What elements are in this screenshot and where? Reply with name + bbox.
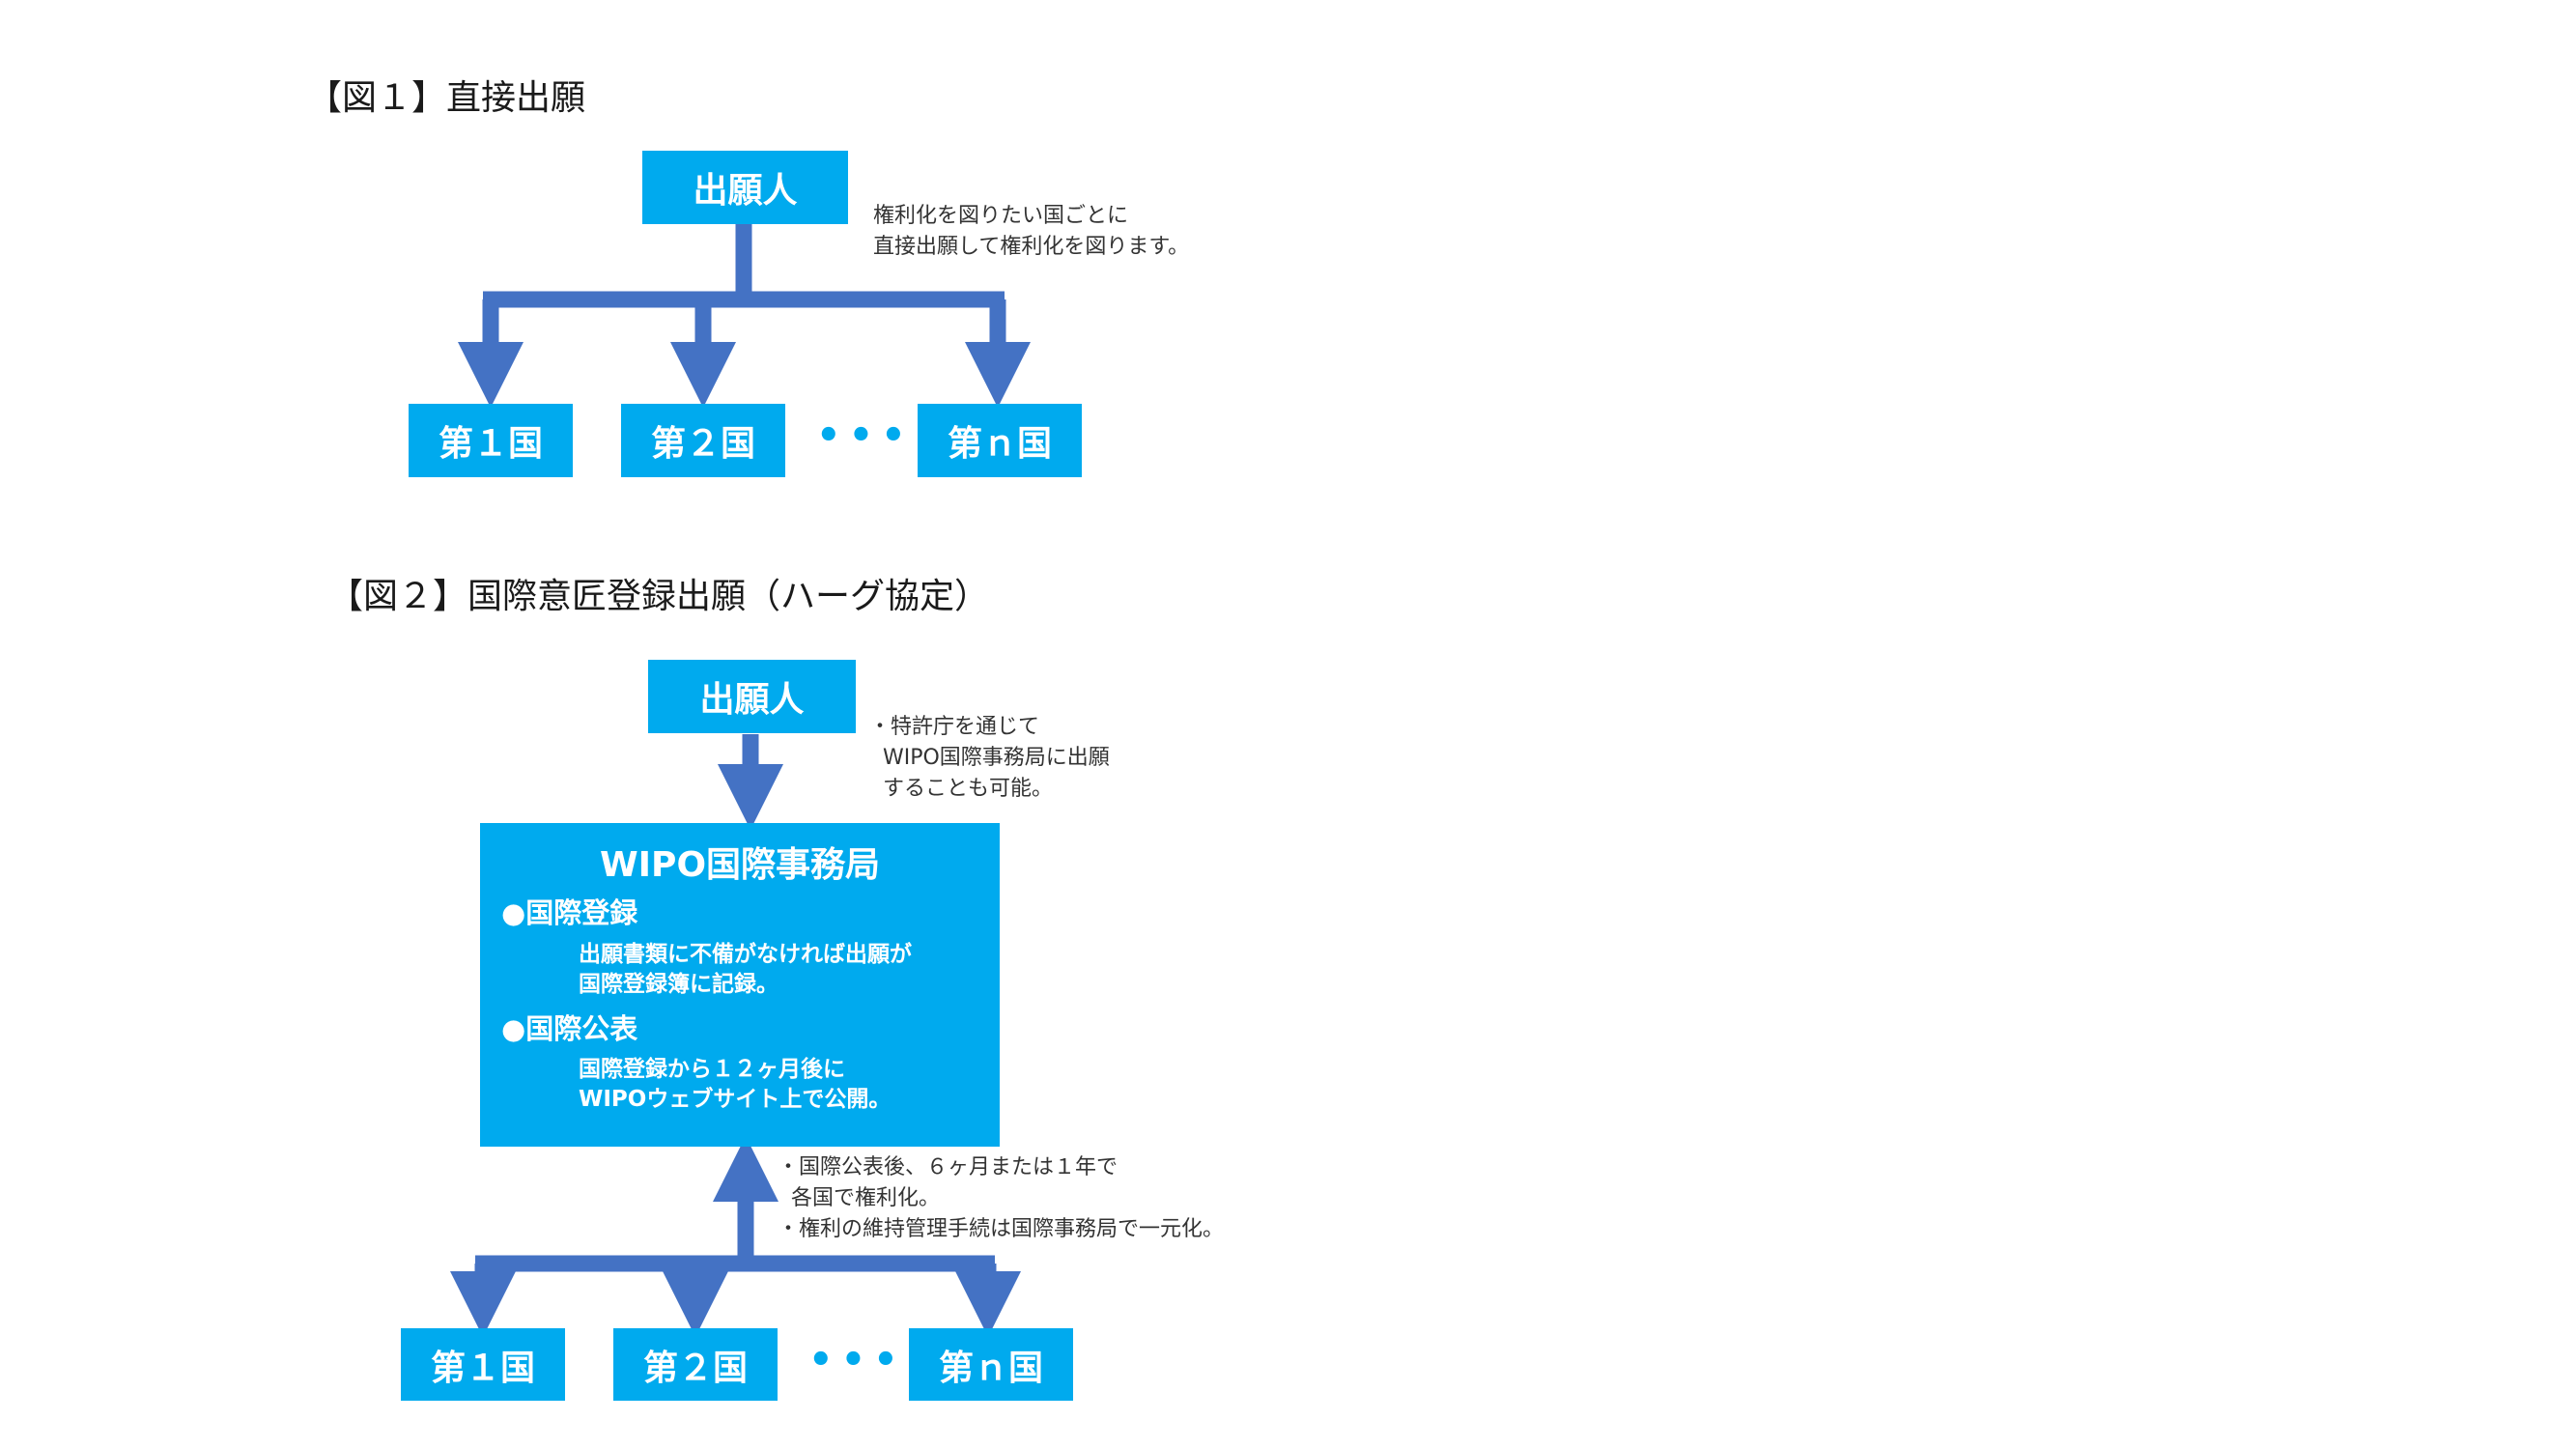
fig2-applicant-box: 出願人 <box>648 660 856 733</box>
fig1-ellipsis: ••• <box>816 413 914 458</box>
fig1-country-1: 第１国 <box>409 404 573 477</box>
fig2-ellipsis: ••• <box>808 1338 906 1382</box>
fig1-country-n: 第ｎ国 <box>918 404 1082 477</box>
wipo-item1-title: ●国際登録 <box>501 896 638 929</box>
fig2-note-bottom: ・国際公表後、６ヶ月または１年で 各国で権利化。 ・権利の維持管理手続は国際事務… <box>778 1155 1225 1241</box>
wipo-item2-title: ●国際公表 <box>501 1012 638 1045</box>
fig2-country-1: 第１国 <box>401 1328 565 1401</box>
wipo-item1-desc: 出願書類に不備がなければ出願が 国際登録簿に記録。 <box>579 942 912 997</box>
fig1-note: 権利化を図りたい国ごとに 直接出願して権利化を図ります。 <box>873 204 1190 259</box>
wipo-title: WIPO国際事務局 <box>599 845 881 885</box>
wipo-item2-desc: 国際登録から１２ヶ月後に WIPOウェブサイト上で公開。 <box>579 1057 892 1112</box>
fig2-country-n: 第ｎ国 <box>909 1328 1073 1401</box>
fig2-heading: 【図２】国際意匠登録出願（ハーグ協定） <box>328 577 990 616</box>
fig1-country-2: 第２国 <box>621 404 785 477</box>
fig2-connectors <box>450 734 1021 1337</box>
fig2-country-2: 第２国 <box>613 1328 778 1401</box>
wipo-box: WIPO国際事務局 ●国際登録 出願書類に不備がなければ出願が 国際登録簿に記録… <box>480 823 1000 1147</box>
fig1-connectors <box>458 222 1031 408</box>
fig2-note-top: ・特許庁を通じて WIPO国際事務局に出願 することも可能。 <box>869 715 1110 801</box>
fig1-applicant-box: 出願人 <box>642 151 848 224</box>
fig1-heading: 【図１】直接出願 <box>307 78 586 118</box>
